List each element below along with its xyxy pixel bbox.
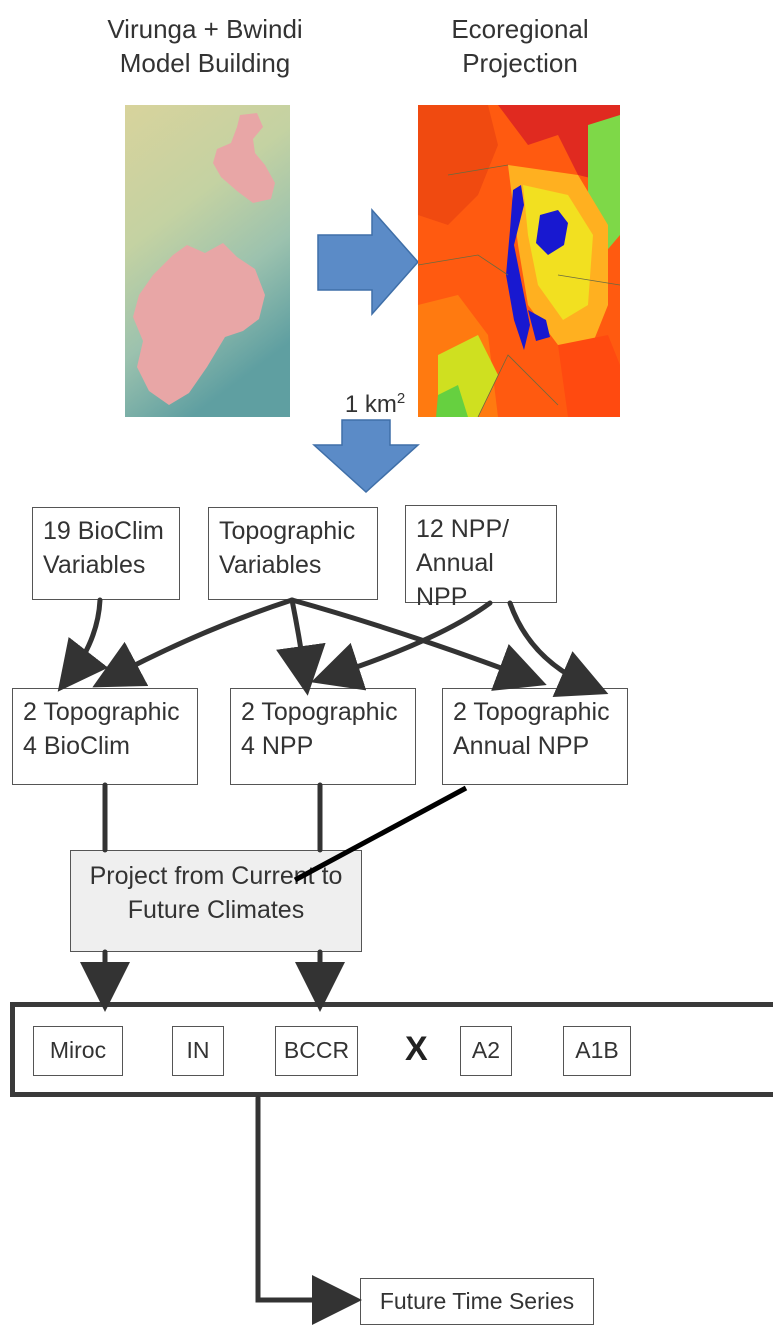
model-topo-npp-box: 2 Topographic 4 NPP [230,688,416,785]
future-time-series-box: Future Time Series [360,1278,594,1325]
gcm-bccr-box: BCCR [275,1026,358,1076]
left-title-line-2: Model Building [119,48,291,78]
topographic-variables-box: Topographic Variables [208,507,378,600]
model-topo-annual-npp-box: 2 Topographic Annual NPP [442,688,628,785]
resolution-exponent: 2 [396,390,406,407]
bioclim-variables-box: 19 BioClim Variables [32,507,180,600]
right-panel-title: Ecoregional Projection [420,12,620,80]
bwindi-park-shape [133,243,265,405]
right-title-line-2: Projection [462,48,578,78]
ecoregional-projection-map [418,105,620,417]
scenario-a1b-box: A1B [563,1026,631,1076]
scenario-a2-box: A2 [460,1026,512,1076]
cross-symbol: X [405,1030,428,1068]
left-panel-title: Virunga + Bwindi Model Building [95,12,315,80]
resolution-value: 1 km [344,391,397,418]
virunga-bwindi-map [125,105,290,417]
right-title-line-1: Ecoregional [451,14,589,44]
left-title-line-1: Virunga + Bwindi [107,14,303,44]
model-topo-bioclim-box: 2 Topographic 4 BioClim [12,688,198,785]
virunga-park-shape [213,113,275,203]
gcm-miroc-box: Miroc [33,1026,123,1076]
npp-variables-box: 12 NPP/ Annual NPP [405,505,557,611]
project-climates-box: Project from Current to Future Climates [70,850,362,952]
gcm-scenario-frame [10,1002,773,1097]
gcm-in-box: IN [172,1026,224,1076]
high-suitability-zone [506,185,530,350]
resolution-label: 1 km2 [325,382,425,422]
